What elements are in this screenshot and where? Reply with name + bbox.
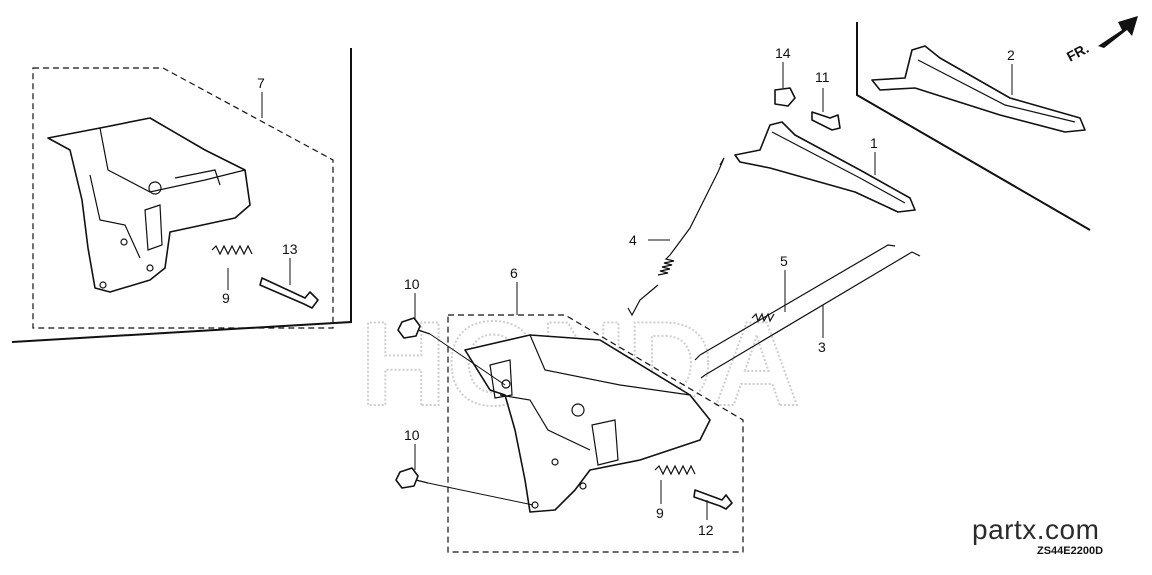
callout-2: 2: [1007, 47, 1015, 63]
governor-spring-4[interactable]: [627, 157, 725, 317]
flange-bolt-10-lower[interactable]: [395, 467, 534, 506]
bolt-11[interactable]: [811, 111, 841, 131]
group-7-frame: [11, 48, 352, 343]
callout-12: 12: [698, 522, 714, 538]
callout-13: 13: [282, 241, 298, 257]
spring-9-lower[interactable]: [654, 464, 696, 476]
diagram-code: ZS44E2200D: [1037, 545, 1104, 557]
control-base-assembly-7[interactable]: [47, 117, 251, 293]
front-direction-label: FR.: [1064, 40, 1091, 65]
callout-5: 5: [780, 253, 788, 269]
spring-9-upper[interactable]: [211, 244, 253, 256]
bolt-13[interactable]: [259, 277, 319, 309]
brand-label: partx.com: [972, 514, 1100, 545]
callout-9-lower: 9: [656, 505, 664, 521]
leader-lines: [227, 62, 1013, 520]
callout-7: 7: [257, 75, 265, 91]
front-direction-arrow-icon: FR.: [1064, 16, 1138, 65]
callout-3: 3: [818, 339, 826, 355]
callout-1: 1: [870, 135, 878, 151]
callout-6: 6: [510, 265, 518, 281]
callout-11: 11: [815, 69, 830, 85]
lever-1[interactable]: [734, 121, 916, 213]
flange-bolt-10-upper[interactable]: [397, 317, 506, 386]
bolt-12[interactable]: [693, 489, 733, 510]
nut-14[interactable]: [774, 87, 796, 107]
callout-14: 14: [775, 45, 791, 61]
group-6-frame: [447, 314, 744, 553]
callout-4: 4: [629, 232, 637, 248]
callout-10-upper: 10: [404, 276, 420, 292]
spring-5[interactable]: [751, 312, 775, 323]
callout-10-lower: 10: [404, 427, 420, 443]
bracket-2[interactable]: [871, 45, 1086, 133]
control-base-6[interactable]: [464, 334, 711, 513]
group-2-frame: [856, 22, 1091, 231]
callout-9-upper: 9: [222, 290, 230, 306]
